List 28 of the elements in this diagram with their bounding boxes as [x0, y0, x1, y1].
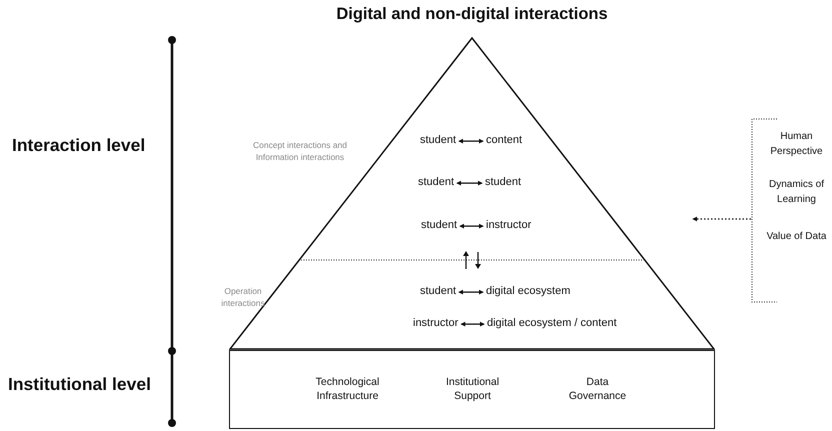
interaction-party: student: [421, 219, 458, 232]
double-arrow: [458, 290, 484, 294]
annotation-text: Concept interactions and Information interactions: [252, 139, 348, 164]
interaction-party: student: [485, 176, 522, 190]
dimension-text: Human Perspective: [769, 130, 824, 158]
dimension-text: Dynamics of Learning: [768, 178, 825, 206]
diagram-title: Digital and non-digital interactions: [335, 5, 609, 24]
interaction-party: content: [486, 134, 522, 148]
interaction-party: student: [418, 176, 454, 190]
annotation-text: Operation interactions: [220, 285, 266, 310]
dimension-text: Value of Data: [766, 230, 828, 244]
interaction-party: digital ecosystem / content: [487, 317, 617, 330]
interaction-party: digital ecosystem: [486, 285, 570, 298]
dotted-arrow: [692, 216, 751, 222]
foundation-box: [229, 350, 715, 429]
double-arrow: [458, 138, 484, 144]
interaction-party: student: [420, 134, 456, 148]
double-arrow: [460, 322, 485, 326]
pillar-text: Data Governance: [568, 376, 628, 404]
double-arrow: [456, 180, 483, 186]
level-label: Institutional level: [8, 374, 151, 395]
interaction-party: instructor: [413, 317, 458, 330]
level-label: Interaction level: [12, 135, 146, 156]
pillar-text: Technological Infrastructure: [314, 376, 380, 404]
double-arrow: [459, 224, 484, 228]
pillar-text: Institutional Support: [444, 376, 500, 404]
interaction-party: student: [420, 285, 456, 298]
interaction-party: instructor: [486, 219, 532, 232]
